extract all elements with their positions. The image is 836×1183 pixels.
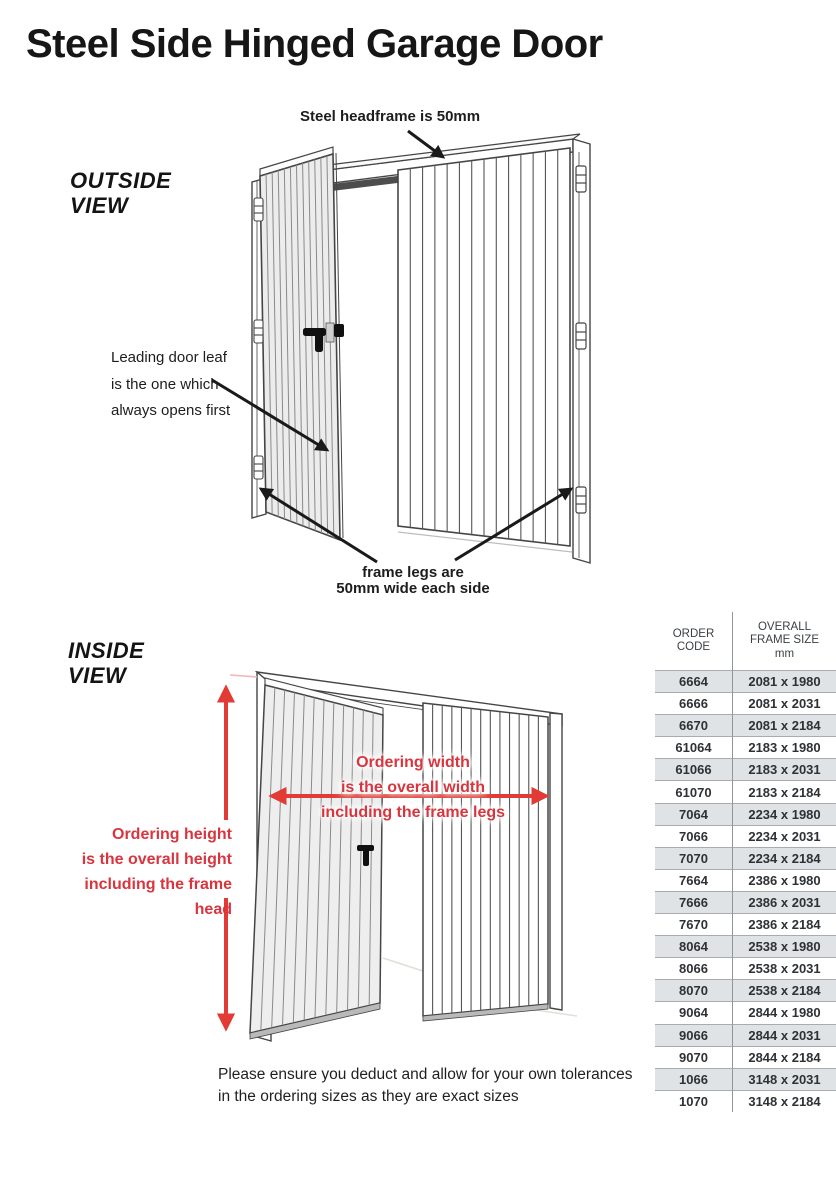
frame-size-cell: 2183 x 1980: [733, 736, 836, 758]
frame-size-cell: 3148 x 2031: [733, 1067, 836, 1090]
leading-leaf-note-line: Leading door leaf: [111, 349, 227, 366]
ordering-height-line: including the frame head: [84, 876, 232, 918]
frame-legs-note-line: 50mm wide each side: [336, 580, 490, 597]
ordering-height-line: is the overall height: [81, 851, 232, 868]
footer-note-line: Please ensure you deduct and allow for y…: [218, 1066, 633, 1083]
frame-size-header-line: mm: [774, 647, 795, 660]
frame-size-cell: 2844 x 2031: [733, 1023, 836, 1046]
hinge-icon: [253, 197, 264, 222]
order-code-cell: 7664: [655, 868, 733, 891]
order-code-cell: 7066: [655, 824, 733, 847]
outside-view-label: OUTSIDE VIEW: [70, 168, 171, 218]
page-title: Steel Side Hinged Garage Door: [26, 22, 603, 66]
order-code-cell: 8064: [655, 935, 733, 958]
footer-note: Please ensure you deduct and allow for y…: [218, 1064, 632, 1108]
inside-door-right: [422, 702, 549, 1022]
ordering-width-line: is the overall width: [340, 779, 486, 796]
hinge-icon: [253, 455, 264, 480]
order-code-header: ORDER CODE: [655, 612, 733, 670]
leading-leaf-arrow: [211, 378, 330, 452]
frame-size-cell: 2081 x 2184: [733, 714, 836, 737]
outside-view-label-line2: VIEW: [70, 193, 129, 218]
order-code-cell: 61070: [655, 780, 733, 803]
frame-size-cell: 2234 x 2031: [733, 824, 836, 847]
order-code-header-line: CODE: [676, 641, 711, 653]
order-code-cell: 7666: [655, 890, 733, 914]
order-code-cell: 6670: [655, 714, 733, 737]
order-code-cell: 61064: [655, 736, 733, 759]
outside-view-drawing: [211, 129, 591, 564]
order-code-cell: 9064: [655, 1001, 733, 1024]
frame-size-header-line: OVERALL: [757, 620, 812, 633]
hinge-icon: [575, 165, 587, 193]
order-code-cell: 7064: [655, 802, 733, 825]
frame-size-header-line: FRAME SIZE: [749, 634, 819, 647]
inside-view-drawing: [216, 670, 578, 1042]
leading-leaf-note-line: is the one which: [111, 375, 219, 393]
ordering-height-line: Ordering height: [112, 826, 232, 843]
inside-door-handle-icon: [357, 845, 374, 866]
leading-leaf-note-line: always opens first: [111, 402, 231, 419]
frame-leg-left-arrow: [258, 487, 378, 564]
frame-legs-note: frame legs are 50mm wide each side: [313, 565, 513, 597]
hinge-icon: [253, 319, 264, 344]
frame-legs-note-line: frame legs are: [362, 564, 464, 581]
ordering-height-note: Ordering height is the overall height in…: [50, 822, 232, 922]
ordering-width-line: Ordering width: [356, 754, 470, 771]
headframe-note: Steel headframe is 50mm: [300, 108, 481, 125]
inside-view-label-line1: INSIDE: [68, 638, 145, 663]
headframe-arrow: [407, 129, 446, 159]
footer-note-line: in the ordering sizes as they are exact …: [218, 1088, 519, 1105]
order-code-cell: 8070: [655, 979, 733, 1002]
frame-size-cell: 2538 x 1980: [733, 935, 836, 958]
frame-leg-right-arrow: [454, 487, 574, 562]
order-code-cell: 6666: [655, 692, 733, 715]
door-leaf-closed: [397, 147, 573, 553]
door-handle-icon: [303, 322, 344, 352]
order-code-cell: 6664: [655, 670, 733, 693]
frame-size-cell: 3148 x 2184: [733, 1089, 836, 1112]
order-code-cell: 61066: [655, 758, 733, 781]
order-code-cell: 9070: [655, 1045, 733, 1068]
order-code-cell: 7670: [655, 913, 733, 936]
frame-size-cell: 2234 x 1980: [733, 802, 836, 825]
order-code-cell: 9066: [655, 1023, 733, 1046]
inside-view-label-line2: VIEW: [68, 663, 127, 688]
frame-size-cell: 2386 x 2184: [733, 913, 836, 935]
frame-size-cell: 2386 x 2031: [733, 890, 836, 914]
hinge-icon: [575, 486, 587, 514]
frame-size-header: OVERALL FRAME SIZE mm: [733, 612, 836, 670]
ordering-width-note: Ordering width is the overall width incl…: [308, 750, 518, 825]
frame-size-cell: 2081 x 1980: [733, 670, 836, 693]
frame-size-cell: 2234 x 2184: [733, 846, 836, 869]
order-code-cell: 1070: [655, 1089, 733, 1112]
frame-size-cell: 2538 x 2184: [733, 979, 836, 1002]
frame-size-cell: 2183 x 2184: [733, 780, 836, 802]
frame-size-cell: 2844 x 2184: [733, 1045, 836, 1068]
ordering-width-line: including the frame legs: [320, 804, 506, 821]
frame-size-cell: 2081 x 2031: [733, 692, 836, 714]
leading-leaf-note: Leading door leaf is the one which alway…: [111, 345, 230, 425]
order-code-header-line: ORDER: [672, 627, 715, 640]
frame-size-cell: 2844 x 1980: [733, 1001, 836, 1023]
door-leaf-open: [259, 146, 344, 542]
frame-size-cell: 2183 x 2031: [733, 758, 836, 781]
height-dim-tick: [229, 674, 258, 678]
inside-view-label: INSIDE VIEW: [68, 638, 144, 688]
hinge-icon: [575, 322, 587, 350]
frame-size-cell: 2538 x 2031: [733, 957, 836, 979]
inside-door-left-open: [249, 677, 384, 1040]
frame-size-cell: 2386 x 1980: [733, 868, 836, 891]
outside-view-label-line1: OUTSIDE: [70, 168, 172, 193]
order-code-cell: 7070: [655, 846, 733, 869]
order-code-cell: 8066: [655, 957, 733, 980]
order-code-cell: 1066: [655, 1067, 733, 1090]
